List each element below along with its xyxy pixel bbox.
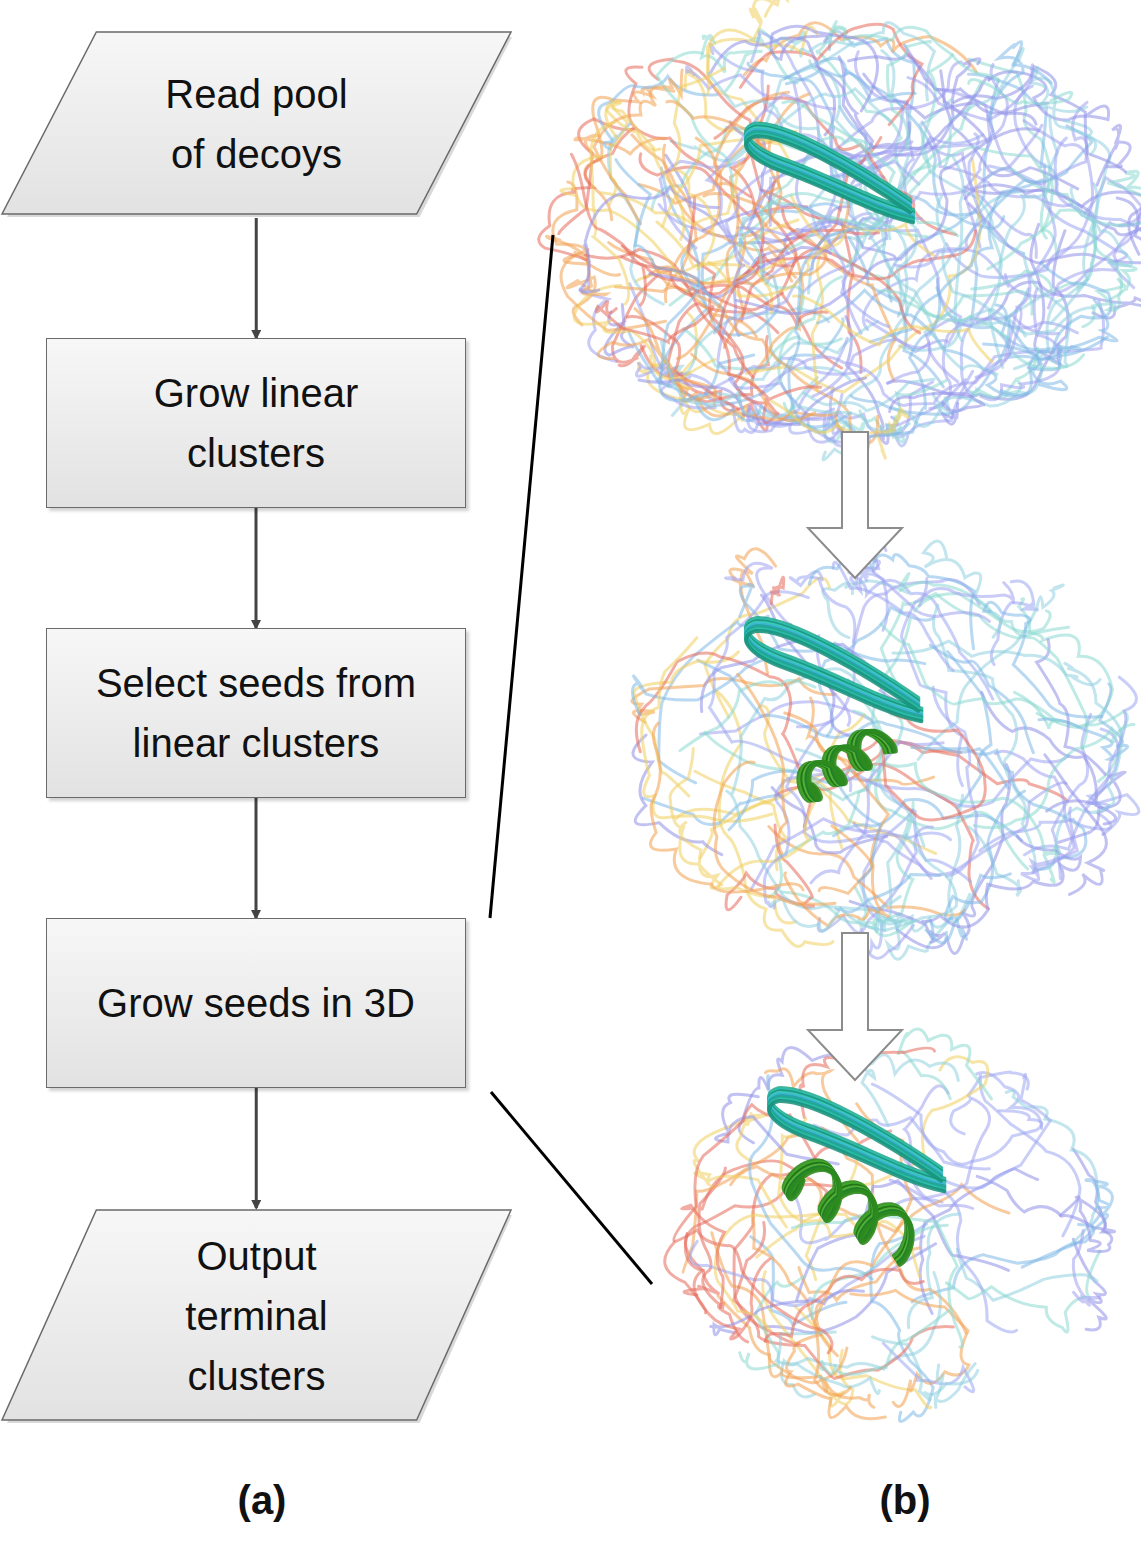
decoy-cloud bbox=[632, 531, 1139, 959]
io-parallelogram: Read pool of decoys bbox=[0, 30, 513, 218]
flow-arrow bbox=[255, 508, 258, 628]
flow-arrow bbox=[255, 218, 258, 338]
bracket-line bbox=[491, 1092, 652, 1284]
hollow-arrow bbox=[808, 933, 902, 1080]
process-box: Grow seeds in 3D bbox=[46, 918, 466, 1088]
decoy-cloud bbox=[665, 1029, 1115, 1421]
bracket-line bbox=[490, 235, 553, 918]
node-label: Grow linear clusters bbox=[106, 363, 406, 483]
node-label: Output terminal clusters bbox=[157, 1226, 357, 1406]
node-label: Select seeds from linear clusters bbox=[61, 653, 451, 773]
process-box: Grow linear clusters bbox=[46, 338, 466, 508]
hollow-arrow bbox=[808, 432, 902, 578]
panel-label: (a) bbox=[238, 1478, 287, 1523]
flow-arrow bbox=[255, 798, 258, 918]
cluster-motifs bbox=[746, 124, 944, 1265]
decoy-cloud bbox=[539, 0, 1141, 460]
io-parallelogram: Output terminal clusters bbox=[0, 1208, 513, 1424]
node-label: Read pool of decoys bbox=[152, 64, 362, 184]
flow-arrow bbox=[255, 1088, 258, 1208]
parallelogram-outline bbox=[0, 30, 513, 218]
node-label: Grow seeds in 3D bbox=[97, 973, 415, 1033]
process-box: Select seeds from linear clusters bbox=[46, 628, 466, 798]
panel-label: (b) bbox=[879, 1478, 930, 1523]
